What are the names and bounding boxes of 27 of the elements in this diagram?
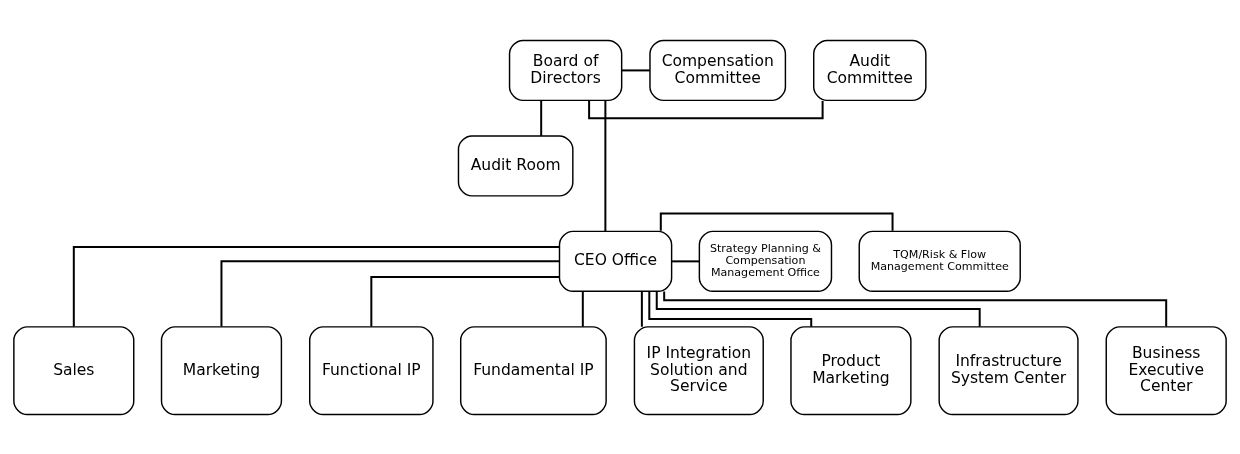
connector [220, 259, 561, 328]
node-box: IP Integration Solution and Service [633, 325, 764, 415]
connector [581, 290, 584, 328]
connector [648, 290, 813, 328]
connector [72, 245, 561, 328]
node-box: Sales [13, 325, 135, 415]
connector [640, 290, 643, 328]
node-box: Marketing [160, 325, 283, 415]
connector [670, 259, 701, 262]
node-box: Fundamental IP [459, 325, 607, 415]
node-box: Audit Room [457, 134, 574, 197]
node-box: CEO Office [558, 230, 673, 292]
node-box: TQM/Risk & Flow Management Committee [858, 230, 1021, 292]
node-box: Compensation Committee [649, 39, 787, 101]
connector [370, 275, 561, 328]
node-box: Functional IP [309, 325, 434, 415]
node-box: Board of Directors [508, 39, 623, 101]
node-box: Product Marketing [790, 325, 912, 415]
connector [620, 68, 651, 71]
connector [540, 99, 543, 137]
node-box: Business Executive Center [1105, 325, 1227, 415]
connector [604, 99, 607, 232]
node-box: Infrastructure System Center [938, 325, 1079, 415]
connector [663, 290, 1168, 327]
node-box: Strategy Planning & Compensation Management Office [698, 230, 833, 292]
connector [655, 290, 981, 328]
node-box: Audit Committee [813, 39, 927, 101]
